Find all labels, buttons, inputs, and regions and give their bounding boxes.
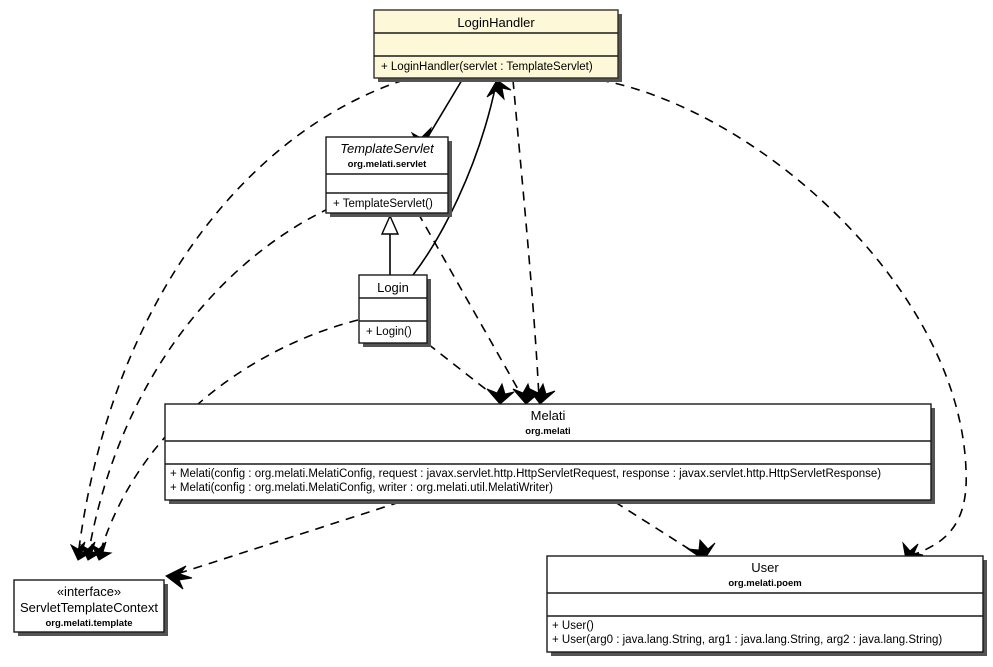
templateservlet-frame <box>325 136 449 214</box>
templateservlet-operation-0: + TemplateServlet() <box>333 198 433 210</box>
melati-package: org.melati <box>525 426 570 437</box>
user-frame <box>546 555 984 653</box>
servlettemplatecontext-frame <box>13 579 165 633</box>
arrowhead-generalization-triangle <box>380 214 400 235</box>
edge-loginhandler-servlettemplatecontext <box>77 79 405 557</box>
class-box-user[interactable]: User org.melati.poem + User() + User(arg… <box>546 555 987 656</box>
class-box-login[interactable]: Login + Login() <box>358 274 431 347</box>
templateservlet-class-name: TemplateServlet <box>340 141 435 156</box>
melati-class-name: Melati <box>531 408 566 423</box>
user-package: org.melati.poem <box>728 578 801 589</box>
edge-melati-user <box>614 501 701 557</box>
loginhandler-class-name: LoginHandler <box>457 15 535 30</box>
templateservlet-package: org.melati.servlet <box>348 159 428 170</box>
user-operation-1: + User(arg0 : java.lang.String, arg1 : j… <box>552 634 942 646</box>
loginhandler-frame <box>373 9 619 79</box>
edge-templateservlet-melati <box>417 212 524 399</box>
edge-templateservlet-servlettemplatecontext <box>87 207 331 557</box>
melati-frame <box>164 403 932 501</box>
melati-operation-1: + Melati(config : org.melati.MelatiConfi… <box>170 482 553 494</box>
servlettemplatecontext-class-name: ServletTemplateContext <box>20 600 158 615</box>
edges-layer <box>77 79 967 574</box>
arrowhead-melati-1 <box>486 382 515 405</box>
servlettemplatecontext-stereotype: «interface» <box>57 584 121 599</box>
edge-login-servlettemplatecontext <box>98 319 359 557</box>
edge-melati-servlettemplatecontext <box>179 501 401 574</box>
user-operation-0: + User() <box>552 620 594 632</box>
arrowhead-user-left <box>686 538 716 561</box>
arrowhead-loginhandler <box>486 79 512 101</box>
edge-login-melati <box>427 343 498 399</box>
arrowhead-melati-3 <box>527 382 556 405</box>
melati-operation-0: + Melati(config : org.melati.MelatiConfi… <box>170 468 881 480</box>
arrowhead-servlettemplatecontext-right <box>165 565 193 590</box>
class-box-loginhandler[interactable]: LoginHandler + LoginHandler(servlet : Te… <box>373 9 622 82</box>
edge-login-loginhandler <box>412 83 497 276</box>
class-box-templateservlet[interactable]: TemplateServlet org.melati.servlet + Tem… <box>325 136 452 217</box>
edge-loginhandler-melati <box>512 79 540 399</box>
user-class-name: User <box>751 560 779 575</box>
class-box-melati[interactable]: Melati org.melati + Melati(config : org.… <box>164 403 935 504</box>
login-frame <box>358 274 428 344</box>
arrowhead-servlettemplatecontext-3 <box>90 541 113 561</box>
arrowheads-layer <box>69 79 924 590</box>
servlettemplatecontext-package: org.melati.template <box>45 618 132 629</box>
class-box-servlettemplatecontext[interactable]: «interface» ServletTemplateContext org.m… <box>13 579 168 636</box>
loginhandler-operation-0: + LoginHandler(servlet : TemplateServlet… <box>381 61 593 73</box>
login-operation-0: + Login() <box>366 326 412 338</box>
login-class-name: Login <box>377 280 409 295</box>
